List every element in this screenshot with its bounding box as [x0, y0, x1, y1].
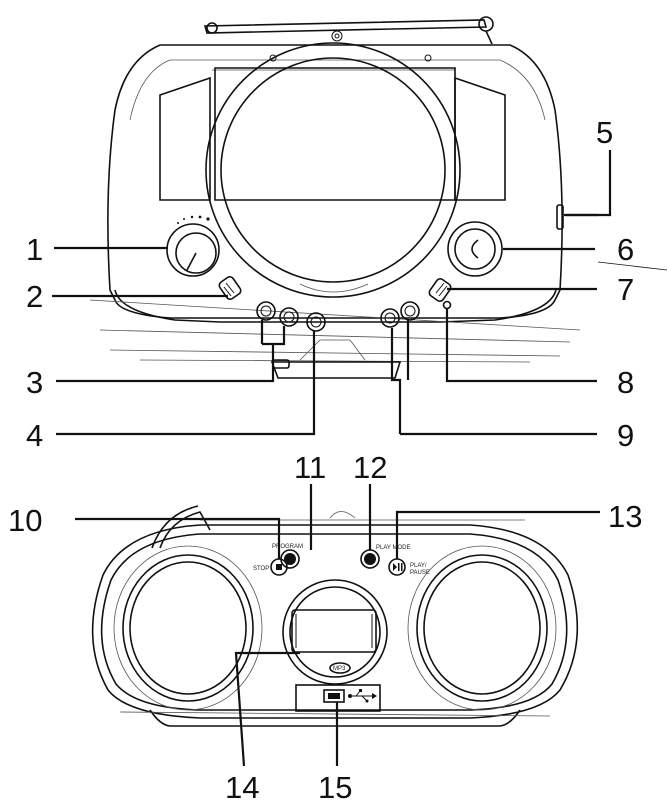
callout-5: 5	[596, 115, 613, 150]
callout-14: 14	[225, 770, 259, 805]
unit-body	[107, 44, 563, 319]
program-label: PROGRAM	[272, 544, 303, 550]
band-switch[interactable]	[428, 277, 453, 303]
top-button-right-2[interactable]	[400, 301, 420, 321]
side-switch[interactable]	[556, 204, 564, 230]
usb-icon	[348, 689, 377, 703]
antenna	[203, 16, 494, 45]
top-view	[89, 16, 581, 379]
callout-11: 11	[294, 450, 326, 485]
callout-8: 8	[617, 365, 634, 400]
top-button-right-1[interactable]	[380, 308, 400, 328]
play-pause-label-2: PAUSE	[410, 570, 430, 576]
callout-2: 2	[26, 279, 43, 314]
right-speaker	[407, 545, 557, 711]
center-display-panel: MP3	[282, 579, 388, 685]
callout-15: 15	[318, 770, 352, 805]
callout-13: 13	[608, 499, 642, 534]
stop-label: STOP	[253, 566, 269, 572]
callout-6: 6	[617, 232, 634, 267]
lcd-display	[291, 609, 377, 653]
front-body	[91, 524, 579, 719]
top-button-left-2[interactable]	[279, 307, 299, 327]
play-pause-icon	[393, 563, 397, 571]
usb-port[interactable]	[323, 689, 345, 703]
program-button[interactable]	[280, 549, 300, 569]
stop-icon	[276, 564, 282, 570]
callout-7: 7	[617, 272, 634, 307]
cd-lid[interactable]	[205, 42, 461, 298]
callout-10: 10	[8, 503, 42, 538]
tuning-knob[interactable]	[447, 221, 503, 277]
left-speaker	[113, 545, 263, 711]
power-indicator-led	[442, 300, 452, 310]
top-button-row	[256, 300, 452, 332]
top-button-left-1[interactable]	[256, 301, 276, 321]
headphone-jack-button[interactable]	[306, 312, 326, 332]
callout-9: 9	[617, 418, 634, 453]
play-pause-button[interactable]	[388, 558, 406, 576]
callout-labels: 1 2 3 4 5 6 7 8 9 10 11 12 13 14 15	[8, 115, 642, 805]
play-mode-button[interactable]	[360, 549, 380, 569]
volume-knob[interactable]	[166, 223, 220, 277]
callout-12: 12	[353, 450, 387, 485]
function-switch[interactable]	[218, 275, 243, 301]
mp3-badge: MP3	[333, 666, 346, 672]
play-mode-label: PLAY MODE	[376, 545, 410, 551]
callout-4: 4	[26, 418, 43, 453]
leader-lines	[52, 213, 667, 767]
play-pause-label-1: PLAY/	[410, 563, 427, 569]
leader-5	[566, 150, 612, 217]
callout-3: 3	[26, 365, 43, 400]
front-view: MP3 STOP PROGRAM PLAY MODE PLAY/ PAUSE	[91, 505, 579, 727]
callout-1: 1	[26, 232, 43, 267]
